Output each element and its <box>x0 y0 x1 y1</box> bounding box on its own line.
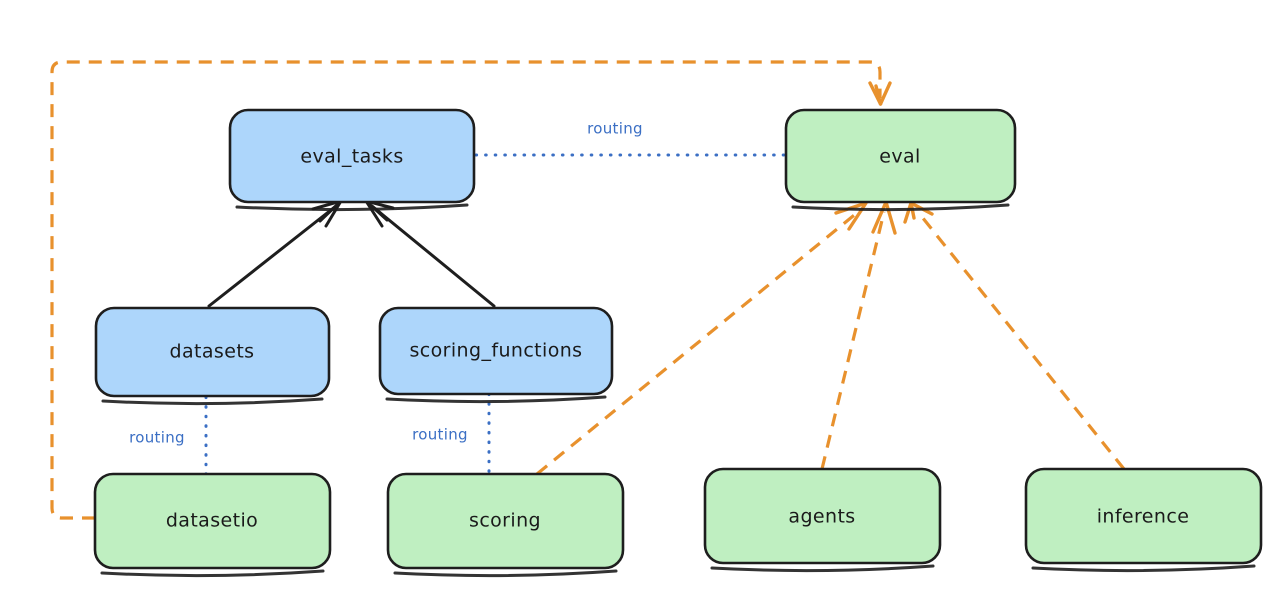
node-scoring-functions-label: scoring_functions <box>410 340 583 362</box>
edge-datasetio-eval <box>50 60 892 520</box>
node-eval-tasks-shadow <box>235 203 469 212</box>
edge-eval-tasks-eval: routing <box>474 120 786 157</box>
node-eval[interactable]: eval <box>784 108 1017 212</box>
edge-datasets-eval-tasks-path <box>207 204 338 308</box>
node-eval-box[interactable] <box>784 108 1017 204</box>
node-inference-shadow <box>1031 564 1256 573</box>
node-scoring-shadow <box>393 569 618 578</box>
node-datasets-label: datasets <box>170 341 255 363</box>
node-scoring-functions-box[interactable] <box>378 306 614 396</box>
node-agents-box[interactable] <box>703 467 942 565</box>
node-eval-shadow <box>791 203 1010 212</box>
node-eval-tasks-label: eval_tasks <box>300 146 403 168</box>
node-eval-tasks-box[interactable] <box>228 108 476 204</box>
node-datasetio-label: datasetio <box>166 510 258 532</box>
node-agents-label: agents <box>788 506 855 528</box>
node-datasetio[interactable]: datasetio <box>93 472 332 578</box>
edge-datasets-eval-tasks <box>207 199 343 308</box>
edge-agents-eval-path <box>820 211 886 470</box>
node-datasetio-box[interactable] <box>93 472 332 570</box>
node-group: eval_tasks eval datasets scoring_functio… <box>93 108 1263 578</box>
edge-agents-eval-arrowhead <box>871 200 897 235</box>
edge-datasetio-eval-path <box>50 60 882 520</box>
node-agents-shadow <box>710 564 935 573</box>
edge-label-scoring-functions-routing: routing <box>412 426 468 444</box>
node-eval-label: eval <box>879 146 920 168</box>
edge-datasets-datasetio: routing <box>129 395 208 476</box>
node-inference[interactable]: inference <box>1024 467 1263 573</box>
node-agents[interactable]: agents <box>703 467 942 573</box>
edge-scoring-functions-eval-tasks-path <box>370 204 496 308</box>
node-datasets[interactable]: datasets <box>94 306 331 406</box>
node-inference-label: inference <box>1097 506 1190 528</box>
node-datasetio-shadow <box>100 569 325 578</box>
edge-label-datasets-routing: routing <box>129 429 185 447</box>
node-scoring-functions[interactable]: scoring_functions <box>378 306 614 404</box>
node-datasets-box[interactable] <box>94 306 331 398</box>
edge-group-solid-black <box>207 199 496 308</box>
edge-scoring-functions-scoring: routing <box>412 392 491 476</box>
node-eval-tasks[interactable]: eval_tasks <box>228 108 476 212</box>
edge-inference-eval-arrowhead <box>903 201 934 224</box>
edge-group-dotted-blue: routing routing routing <box>129 120 786 476</box>
node-scoring-label: scoring <box>469 510 541 532</box>
edge-inference-eval-path <box>916 210 1126 471</box>
node-scoring[interactable]: scoring <box>386 472 625 578</box>
edge-scoring-functions-eval-tasks <box>364 199 496 308</box>
node-scoring-box[interactable] <box>386 472 625 570</box>
edge-agents-eval <box>820 200 897 470</box>
edge-label-eval-tasks-routing: routing <box>587 120 643 138</box>
edge-inference-eval <box>903 201 1126 471</box>
node-scoring-functions-shadow <box>385 395 607 404</box>
edge-datasetio-eval-arrowhead-inner <box>874 84 883 106</box>
node-inference-box[interactable] <box>1024 467 1263 565</box>
node-datasets-shadow <box>101 397 324 406</box>
edge-scoring-eval-path <box>535 210 860 476</box>
